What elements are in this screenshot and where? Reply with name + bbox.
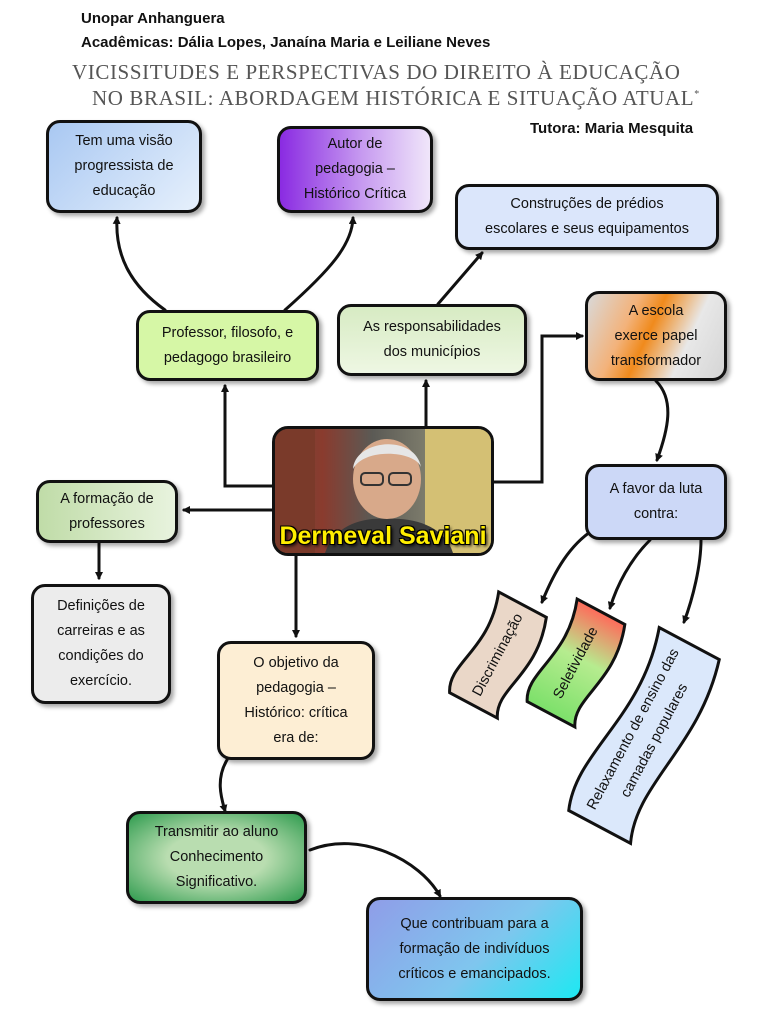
arrow-professor-visao (112, 216, 167, 312)
title-line-2-text: NO BRASIL: ABORDAGEM HISTÓRICA E SITUAÇÃ… (92, 86, 695, 110)
title-asterisk: * (694, 89, 700, 100)
title-line-1: VICISSITUDES E PERSPECTIVAS DO DIREITO À… (72, 60, 681, 84)
authors-label: Acadêmicas: Dália Lopes, Janaína Maria e… (81, 34, 491, 51)
tutor-label: Tutora: Maria Mesquita (530, 120, 694, 137)
banner-discriminacao: Discriminação (435, 584, 560, 727)
banner-seletividade-shape (525, 596, 627, 730)
banner-relaxamento: Relaxamento de ensino das camadas popula… (551, 618, 737, 851)
arrow-favor-relaxamento (682, 538, 703, 624)
arrow-resp-construcoes (436, 251, 484, 306)
center-photo-saviani: Dermeval Saviani (272, 426, 494, 556)
portrait-illustration (275, 429, 491, 553)
arrow-transmitir-contribuam (308, 842, 442, 898)
arrow-objetivo-transmitir (218, 758, 229, 813)
banner-relaxamento-shape (567, 625, 721, 846)
arrow-center-professor (221, 384, 274, 488)
title-line-2: NO BRASIL: ABORDAGEM HISTÓRICA E SITUAÇÃ… (92, 86, 700, 111)
institution-label: Unopar Anhanguera (81, 10, 225, 27)
arrow-favor-discriminacao (540, 528, 595, 604)
arrow-escola-favor (654, 379, 670, 462)
banner-discriminacao-shape (448, 589, 549, 721)
arrow-professor-autor (283, 216, 357, 312)
arrow-center-escola (492, 332, 584, 484)
center-name: Dermeval Saviani (279, 522, 487, 550)
banner-seletividade: Seletividade (513, 591, 639, 735)
arrow-favor-seletividade (607, 538, 652, 610)
